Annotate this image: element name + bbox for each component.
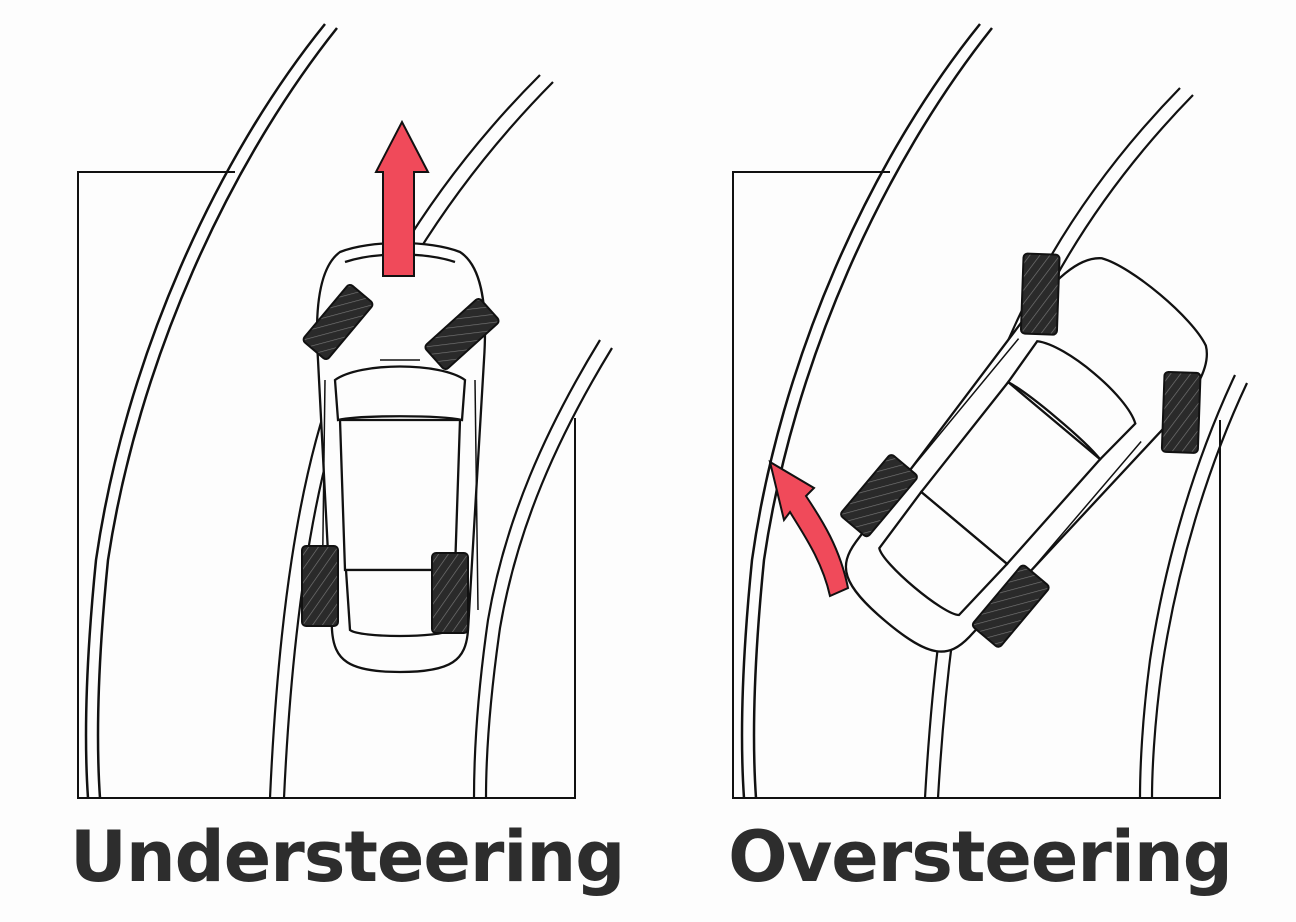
oversteer-arrow <box>768 459 850 598</box>
understeer-tires <box>301 284 500 634</box>
oversteer-car <box>840 252 1208 653</box>
front-left-tire <box>302 284 374 360</box>
understeering-caption: Understeering <box>70 816 625 898</box>
rear-right-tire <box>431 552 469 634</box>
os-rear-right-tire <box>971 564 1050 648</box>
rear-left-tire <box>301 545 339 627</box>
front-right-tire <box>424 298 500 370</box>
oversteer-panel <box>732 23 1248 799</box>
left-outer-road-edge <box>84 23 338 799</box>
os-front-right-tire <box>1160 370 1202 454</box>
oversteering-caption: Oversteering <box>728 816 1233 898</box>
os-rear-left-tire <box>840 454 918 538</box>
understeer-panel <box>77 23 613 799</box>
os-front-left-tire <box>1019 252 1061 336</box>
right-frame <box>732 171 1221 799</box>
left-frame <box>77 171 576 799</box>
understeer-arrow <box>374 119 430 277</box>
